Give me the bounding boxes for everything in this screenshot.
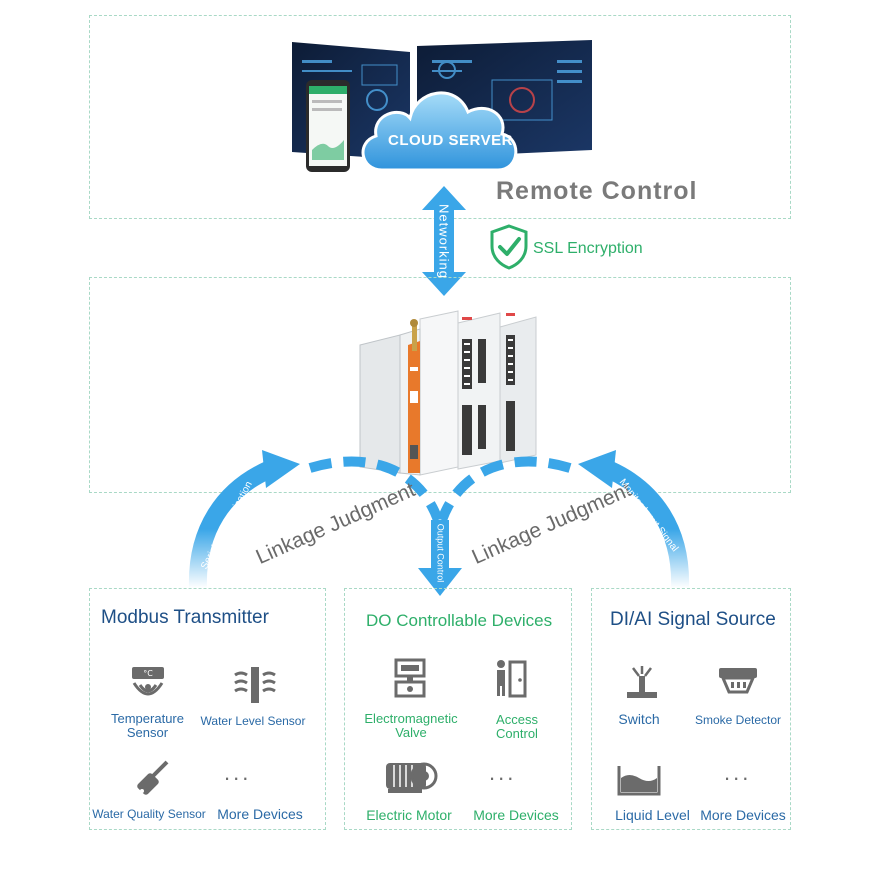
panel-title-modbus: Modbus Transmitter <box>101 607 269 628</box>
water-quality-probe-icon <box>133 758 173 798</box>
item-liquid-level-label: Liquid Level <box>615 807 690 823</box>
output-control-label: Output Control <box>435 523 446 583</box>
thermometer-sensor-icon: °C <box>128 665 168 705</box>
item-more-devices-label: More Devices <box>473 807 559 823</box>
ellipsis-icon: ... <box>224 760 252 785</box>
controller-section <box>89 277 791 493</box>
networking-arrow-icon <box>420 186 468 296</box>
cloud-icon <box>352 78 524 174</box>
io-controller-device-image <box>350 305 546 485</box>
panel-title-do: DO Controllable Devices <box>366 611 553 630</box>
motor-icon <box>384 757 438 795</box>
item-smoke-detector-label: Smoke Detector <box>694 713 782 727</box>
panel-modbus-transmitter <box>89 588 326 830</box>
switch-icon <box>625 664 659 700</box>
water-level-icon <box>233 665 277 705</box>
item-water-level-sensor-label: Water Level Sensor <box>200 714 306 728</box>
item-electric-motor-label: Electric Motor <box>366 807 452 823</box>
panel-do-controllable-devices <box>344 588 572 830</box>
ssl-encryption-label: SSL Encryption <box>533 240 643 257</box>
item-access-control-label: Access Control <box>496 712 538 741</box>
ellipsis-icon: ... <box>489 760 517 785</box>
access-door-icon <box>492 658 528 698</box>
panel-di-ai-signal-source <box>591 588 791 830</box>
liquid-level-icon <box>617 764 661 796</box>
networking-label: Networking <box>436 203 452 280</box>
item-electromagnetic-valve-label: Electromagnetic Valve <box>364 711 458 740</box>
smoke-detector-icon <box>717 666 759 696</box>
item-temperature-sensor-label: Temperature Sensor <box>111 711 184 740</box>
item-switch-label: Switch <box>618 711 660 727</box>
shield-check-icon <box>489 224 529 270</box>
svg-text:°C: °C <box>143 669 153 678</box>
item-water-quality-sensor-label: Water Quality Sensor <box>92 807 206 821</box>
item-more-devices-label: More Devices <box>700 807 786 823</box>
flow-arrows <box>180 440 700 600</box>
cloud-server-label: CLOUD SERVER <box>388 132 513 149</box>
panel-title-di-ai: DI/AI Signal Source <box>610 609 776 630</box>
valve-icon <box>393 658 427 698</box>
item-more-devices-label: More Devices <box>217 806 303 822</box>
remote-control-title: Remote Control <box>496 177 698 205</box>
ellipsis-icon: ... <box>724 760 752 785</box>
